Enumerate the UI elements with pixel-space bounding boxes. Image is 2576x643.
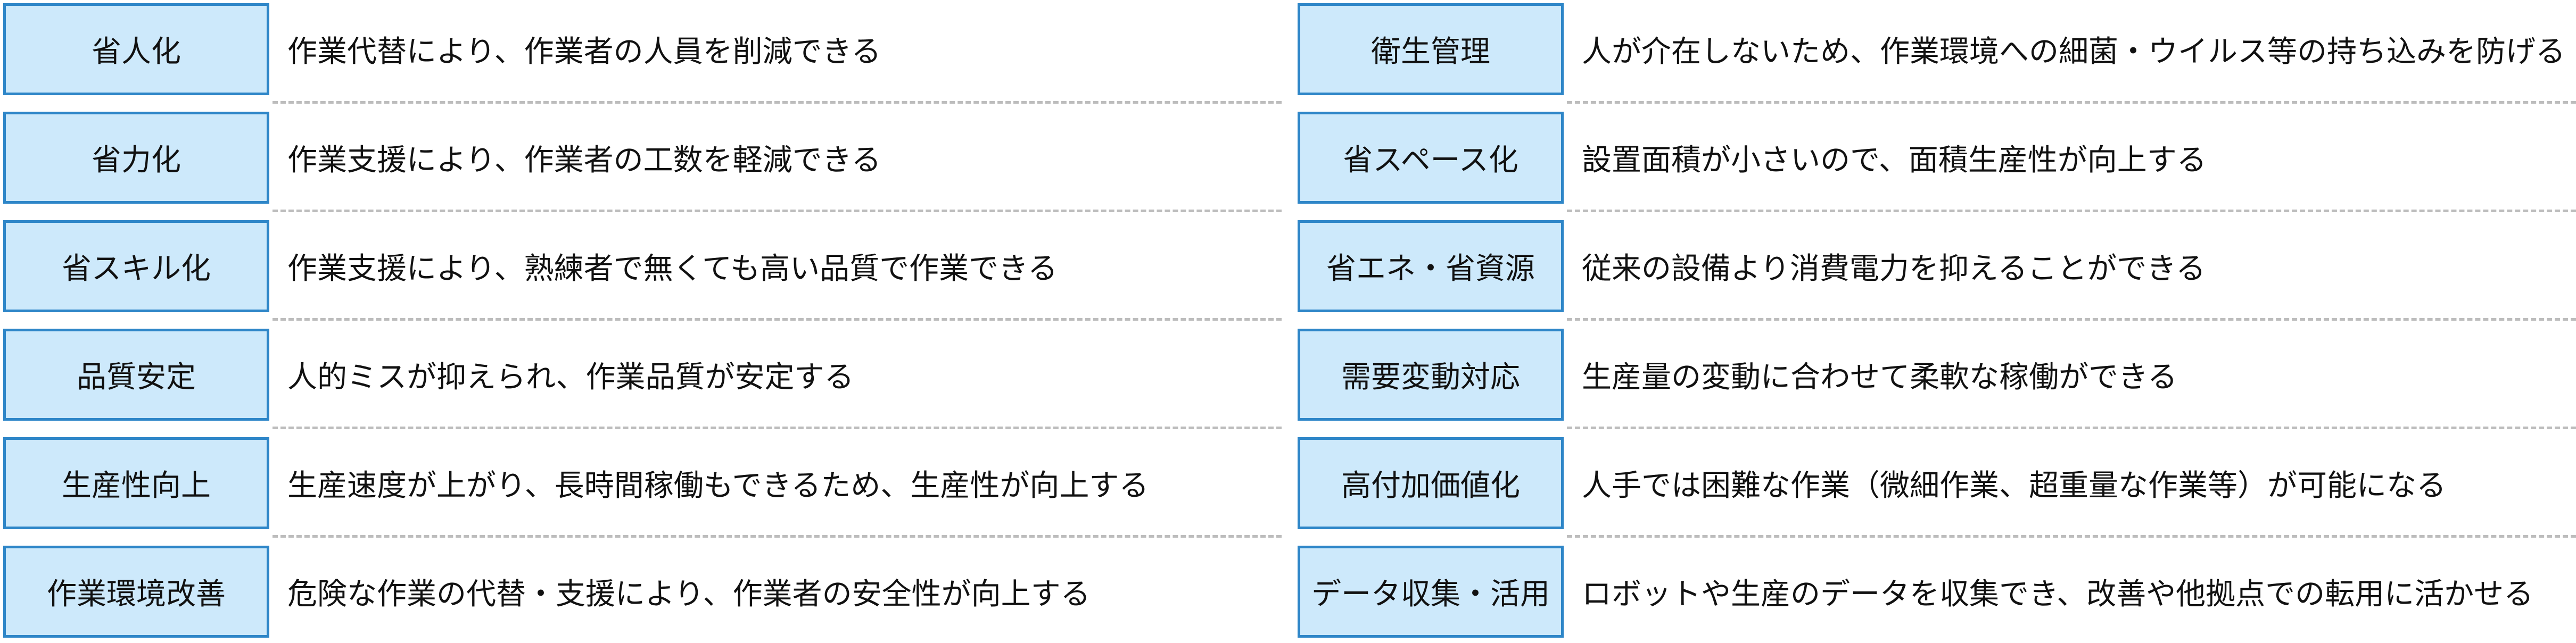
benefit-label: データ収集・活用 [1298, 546, 1564, 638]
benefit-description: 作業支援により、熟練者で無くても高い品質で作業できる [287, 252, 1058, 286]
benefit-description: 作業支援により、作業者の工数を軽減できる [287, 143, 881, 178]
benefit-description: 人手では困難な作業（微細作業、超重量な作業等）が可能になる [1582, 469, 2446, 503]
benefit-row: 品質安定 人的ミスが抑えられ、作業品質が安定する [0, 325, 1282, 434]
benefit-row: 省力化 作業支援により、作業者の工数を軽減できる [0, 108, 1282, 217]
row-divider [1567, 101, 2576, 104]
benefit-row: 生産性向上 生産速度が上がり、長時間稼働もできるため、生産性が向上する [0, 434, 1282, 542]
benefit-description: 人的ミスが抑えられ、作業品質が安定する [287, 360, 854, 395]
benefit-row: データ収集・活用 ロボットや生産のデータを収集でき、改善や他拠点での転用に活かせ… [1294, 542, 2576, 643]
benefit-label: 品質安定 [3, 329, 269, 421]
benefit-row: 省スキル化 作業支援により、熟練者で無くても高い品質で作業できる [0, 217, 1282, 325]
benefit-label: 省人化 [3, 3, 269, 95]
benefit-label: 省力化 [3, 112, 269, 204]
row-divider [1567, 427, 2576, 429]
benefits-right-column: 衛生管理 人が介在しないため、作業環境への細菌・ウイルス等の持ち込みを防げる 省… [1294, 0, 2576, 643]
benefit-description: ロボットや生産のデータを収集でき、改善や他拠点での転用に活かせる [1582, 577, 2534, 612]
benefit-row: 作業環境改善 危険な作業の代替・支援により、作業者の安全性が向上する [0, 542, 1282, 643]
benefit-label: 省エネ・省資源 [1298, 220, 1564, 312]
benefits-left-column: 省人化 作業代替により、作業者の人員を削減できる 省力化 作業支援により、作業者… [0, 0, 1282, 643]
benefit-row: 省スペース化 設置面積が小さいので、面積生産性が向上する [1294, 108, 2576, 217]
benefit-row: 需要変動対応 生産量の変動に合わせて柔軟な稼働ができる [1294, 325, 2576, 434]
benefit-row: 省人化 作業代替により、作業者の人員を削減できる [0, 0, 1282, 108]
benefit-label: 省スキル化 [3, 220, 269, 312]
row-divider [273, 535, 1282, 538]
row-divider [1567, 318, 2576, 321]
benefit-description: 作業代替により、作業者の人員を削減できる [287, 35, 881, 69]
benefit-description: 生産速度が上がり、長時間稼働もできるため、生産性が向上する [287, 469, 1149, 503]
benefit-label: 生産性向上 [3, 437, 269, 529]
row-divider [1567, 210, 2576, 212]
benefit-label: 作業環境改善 [3, 546, 269, 638]
benefit-row: 省エネ・省資源 従来の設備より消費電力を抑えることができる [1294, 217, 2576, 325]
benefit-description: 従来の設備より消費電力を抑えることができる [1582, 252, 2206, 286]
row-divider [273, 427, 1282, 429]
benefit-label: 省スペース化 [1298, 112, 1564, 204]
benefit-label: 需要変動対応 [1298, 329, 1564, 421]
benefit-description: 設置面積が小さいので、面積生産性が向上する [1582, 143, 2207, 178]
row-divider [1567, 535, 2576, 538]
row-divider [273, 318, 1282, 321]
row-divider [273, 210, 1282, 212]
benefit-row: 衛生管理 人が介在しないため、作業環境への細菌・ウイルス等の持ち込みを防げる [1294, 0, 2576, 108]
benefit-row: 高付加価値化 人手では困難な作業（微細作業、超重量な作業等）が可能になる [1294, 434, 2576, 542]
benefit-description: 人が介在しないため、作業環境への細菌・ウイルス等の持ち込みを防げる [1582, 35, 2565, 69]
benefit-description: 生産量の変動に合わせて柔軟な稼働ができる [1582, 360, 2177, 395]
benefit-description: 危険な作業の代替・支援により、作業者の安全性が向上する [287, 577, 1091, 612]
row-divider [273, 101, 1282, 104]
benefit-label: 高付加価値化 [1298, 437, 1564, 529]
benefit-label: 衛生管理 [1298, 3, 1564, 95]
